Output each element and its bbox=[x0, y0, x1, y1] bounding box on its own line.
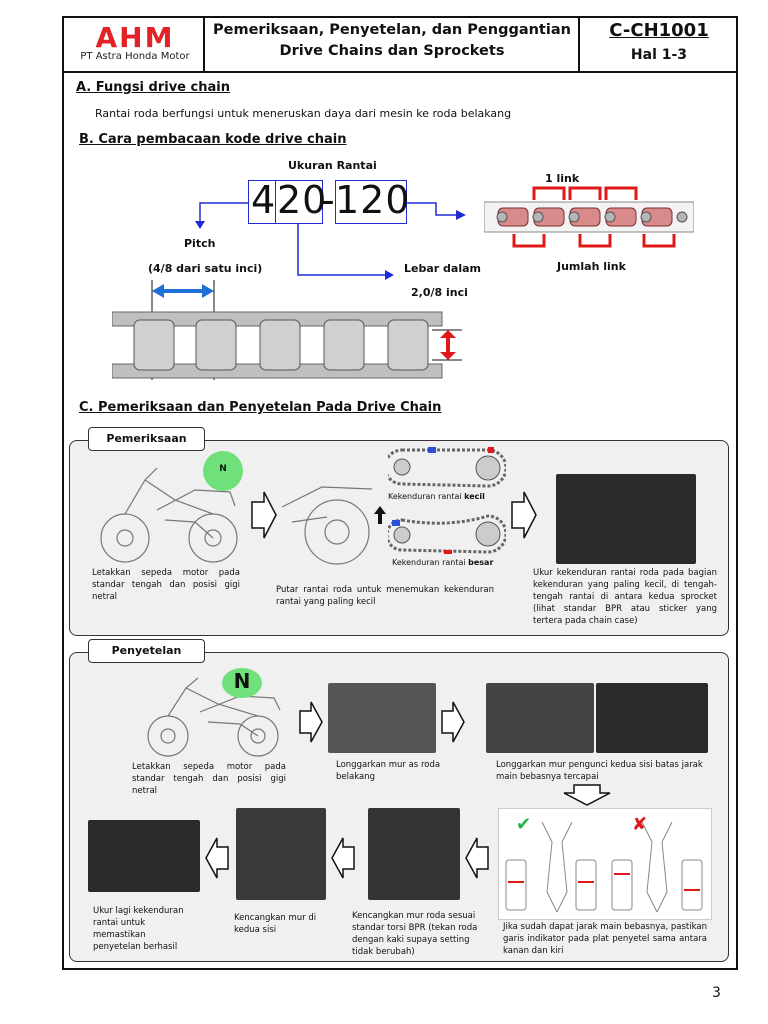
one-link-label: 1 link bbox=[545, 172, 580, 185]
check-mark-icon: ✔ bbox=[516, 814, 532, 835]
photo-loosen-lock-nut-left bbox=[486, 683, 594, 753]
slack-small-word: kecil bbox=[464, 492, 485, 501]
slack-small-prefix: Kekenduran rantai bbox=[388, 492, 465, 501]
photo-remeasure-slack bbox=[88, 820, 200, 892]
inspection-step-2: Putar rantai roda untuk menemukan kekend… bbox=[276, 585, 494, 607]
photo-tighten-lock-nuts bbox=[236, 808, 326, 900]
adjustment-step-5: Kencangkan mur roda sesuai standar torsi… bbox=[352, 911, 478, 957]
adjustment-step-1: Letakkan sepeda motor pada standar tenga… bbox=[132, 762, 286, 796]
photo-tighten-axle-nut bbox=[368, 808, 460, 900]
adjustment-step-6: Kencangkan mur di kedua sisi bbox=[234, 913, 317, 935]
next-arrow-icon bbox=[251, 491, 277, 539]
title-line-1: Pemeriksaan, Penyetelan, dan Penggantian bbox=[213, 22, 571, 38]
chain-roller-diagram bbox=[112, 280, 462, 380]
chain-slack-small-diagram bbox=[388, 447, 506, 488]
motorcycle-sketch bbox=[100, 467, 238, 563]
slack-large-prefix: Kekenduran rantai bbox=[392, 558, 469, 567]
page-number: 3 bbox=[712, 985, 721, 1001]
prev-arrow-icon bbox=[205, 837, 229, 879]
down-arrow-icon bbox=[563, 784, 611, 806]
rear-wheel-sketch bbox=[282, 486, 373, 565]
slack-large-word: besar bbox=[468, 558, 494, 567]
code-box-width bbox=[275, 180, 323, 224]
header-divider bbox=[62, 71, 738, 73]
page-frame bbox=[62, 16, 738, 970]
code-digits-width: 20 bbox=[277, 178, 328, 222]
adjustment-step-4: Jika sudah dapat jarak main bebasnya, pa… bbox=[503, 922, 707, 956]
header-separator bbox=[578, 16, 580, 73]
code-digits-links: 120 bbox=[335, 178, 411, 222]
chain-slack-large-diagram bbox=[388, 514, 506, 554]
neutral-indicator-label: N bbox=[219, 464, 227, 474]
code-arrows bbox=[195, 202, 466, 280]
width-value: 2,0/8 inci bbox=[411, 286, 468, 299]
photo-loosen-axle-nut bbox=[328, 683, 436, 753]
width-label: Lebar dalam bbox=[404, 262, 481, 275]
inspection-step-1: Letakkan sepeda motor pada standar tenga… bbox=[92, 568, 240, 602]
page-reference: Hal 1-3 bbox=[630, 47, 688, 63]
indicator-plate-sketch bbox=[505, 821, 703, 913]
cross-mark-icon: ✘ bbox=[632, 814, 648, 835]
photo-measure-slack bbox=[556, 474, 696, 564]
code-digit-pitch: 4 bbox=[251, 178, 277, 222]
document-title: Pemeriksaan, Penyetelan, dan Penggantian… bbox=[206, 20, 578, 62]
prev-arrow-icon bbox=[465, 837, 489, 879]
chain-size-label: Ukuran Rantai bbox=[288, 159, 377, 172]
indicator-plate-comparison bbox=[498, 808, 712, 920]
next-arrow-icon bbox=[299, 701, 323, 743]
section-a-heading: A. Fungsi drive chain bbox=[76, 80, 230, 95]
inspection-step-3: Ukur kekenduran rantai roda pada bagian … bbox=[533, 568, 717, 626]
inspection-tab: Pemeriksaan bbox=[88, 427, 205, 451]
neutral-indicator bbox=[222, 668, 262, 698]
code-box-links bbox=[335, 180, 407, 224]
neutral-indicator bbox=[203, 451, 243, 491]
motorcycle-sketch bbox=[147, 677, 281, 757]
slack-large-label: Kekenduran rantai besar bbox=[392, 558, 493, 567]
link-chain-diagram bbox=[484, 186, 694, 248]
up-arrow-icon bbox=[374, 506, 386, 524]
link-count-label: Jumlah link bbox=[557, 260, 626, 273]
neutral-indicator-label: N bbox=[233, 669, 251, 693]
prev-arrow-icon bbox=[331, 837, 355, 879]
company-name: PT Astra Honda Motor bbox=[80, 51, 190, 62]
document-code: C-CH1001 bbox=[609, 20, 709, 41]
section-a-body: Rantai roda berfungsi untuk meneruskan d… bbox=[95, 107, 512, 120]
next-arrow-icon bbox=[441, 701, 465, 743]
next-arrow-icon bbox=[511, 491, 537, 539]
adjustment-step-2: Longgarkan mur as roda belakang bbox=[336, 760, 441, 782]
pitch-value: (4/8 dari satu inci) bbox=[148, 262, 263, 275]
adjustment-step-3: Longgarkan mur pengunci kedua sisi batas… bbox=[496, 760, 703, 782]
pitch-label: Pitch bbox=[184, 237, 216, 250]
adjustment-step-7: Ukur lagi kekenduran rantai untuk memast… bbox=[93, 906, 184, 952]
slack-small-label: Kekenduran rantai kecil bbox=[388, 492, 485, 501]
code-dash: - bbox=[321, 178, 336, 222]
section-c-heading: C. Pemeriksaan dan Penyetelan Pada Drive… bbox=[79, 400, 442, 415]
adjustment-tab: Penyetelan bbox=[88, 639, 205, 663]
title-line-2: Drive Chains dan Sprockets bbox=[279, 43, 505, 59]
company-logo: AHM bbox=[95, 21, 175, 54]
photo-loosen-lock-nut-right bbox=[596, 683, 708, 753]
header-separator bbox=[203, 16, 205, 73]
section-b-heading: B. Cara pembacaan kode drive chain bbox=[79, 132, 347, 147]
